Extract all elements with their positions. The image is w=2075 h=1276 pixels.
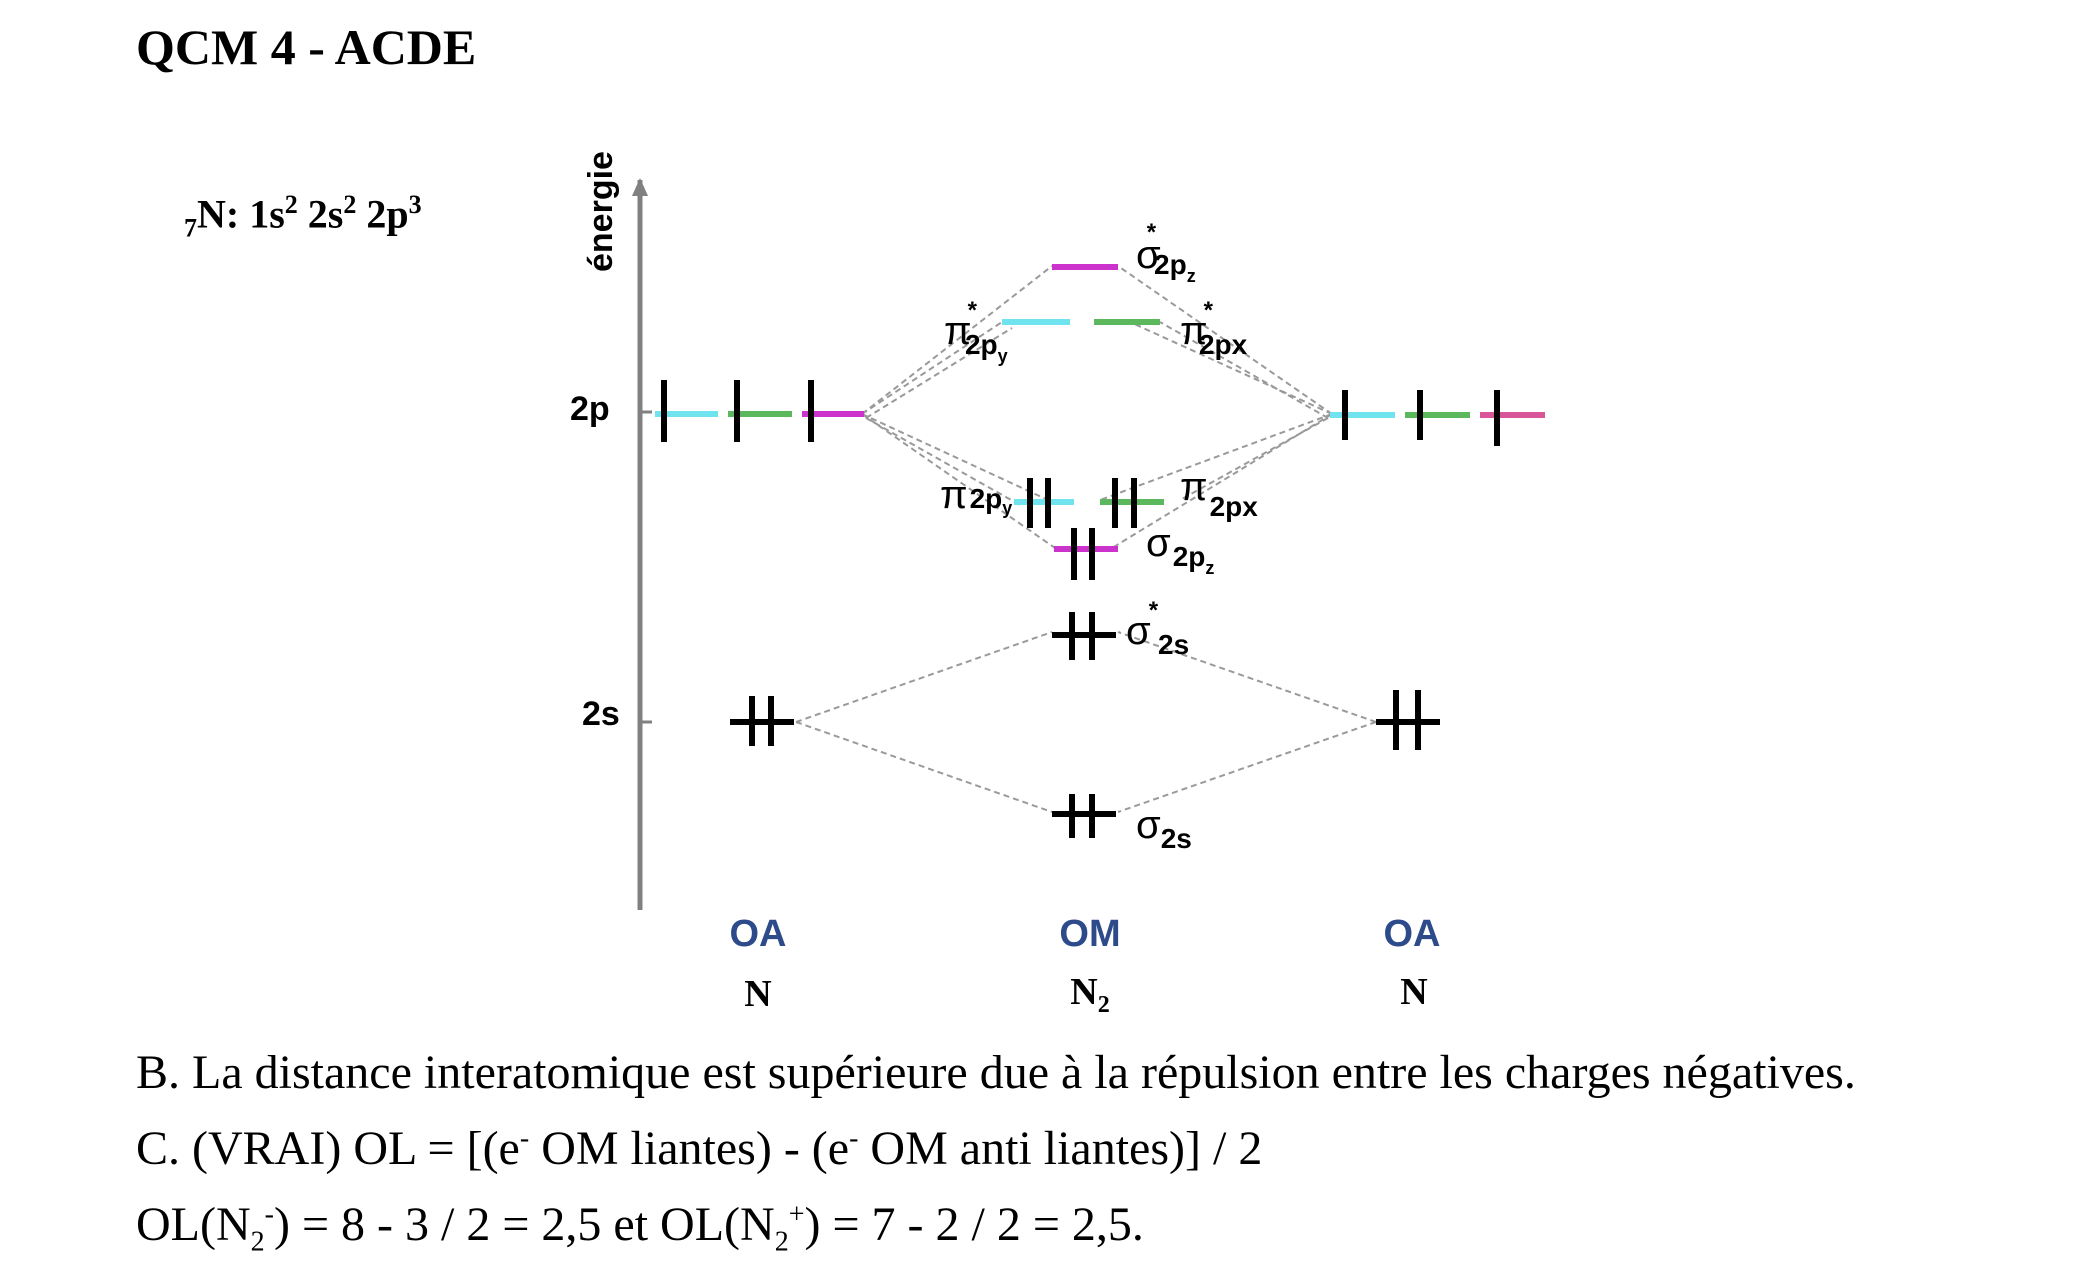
left-2p-orbitals [655, 380, 864, 442]
mo-pi-2px [1100, 478, 1164, 528]
label-sigma-star-2s: σ*2s [1126, 597, 1189, 660]
label-sigma-star-2pz: σ*2pz [1136, 219, 1196, 286]
label-sigma-2pz: σ2pz [1146, 521, 1214, 578]
mo-diagram: énergie 2p 2s [570, 151, 1545, 1018]
atom-label-right: N [1400, 971, 1427, 1013]
column-label-oa-left: OA [730, 913, 787, 955]
left-2s-orbital [730, 696, 794, 746]
label-pi-star-2py: π*2py [944, 297, 1008, 366]
right-2s-orbital [1376, 690, 1440, 750]
column-label-oa-right: OA [1384, 913, 1441, 955]
right-2p-orbitals [1330, 390, 1545, 446]
level-label-2p: 2p [570, 390, 610, 428]
correlation-lines [795, 265, 1377, 813]
label-pi-star-2px: π*2px [1180, 297, 1248, 360]
axis-label: énergie [582, 151, 620, 272]
label-sigma-2s: σ2s [1136, 803, 1192, 854]
level-label-2s: 2s [582, 695, 620, 733]
mo-pi-2py [1014, 478, 1074, 528]
column-label-om: OM [1059, 913, 1120, 955]
label-pi-2py: π2py [940, 473, 1012, 518]
atom-label-left: N [744, 973, 771, 1015]
answer-text: B. La distance interatomique est supérie… [136, 1040, 1856, 1276]
page-title: QCM 4 - ACDE [136, 19, 477, 75]
label-pi-2px: π2px [1180, 465, 1258, 522]
axis-arrow [632, 178, 648, 196]
mo-sigma-star-2s [1052, 612, 1116, 660]
answer-c-formula: C. (VRAI) OL = [(e- OM liantes) - (e- OM… [136, 1122, 1263, 1175]
mo-sigma-2pz [1054, 528, 1118, 580]
answer-c-values: OL(N2-) = 8 - 3 / 2 = 2,5 et OL(N2+) = 7… [136, 1198, 1144, 1258]
answer-b: B. La distance interatomique est supérie… [136, 1046, 1856, 1099]
atom-label-mid: N2 [1070, 971, 1109, 1018]
mo-sigma-2s [1052, 794, 1116, 838]
electron-configuration: 7N: 1s2 2s2 2p3 [184, 190, 422, 243]
